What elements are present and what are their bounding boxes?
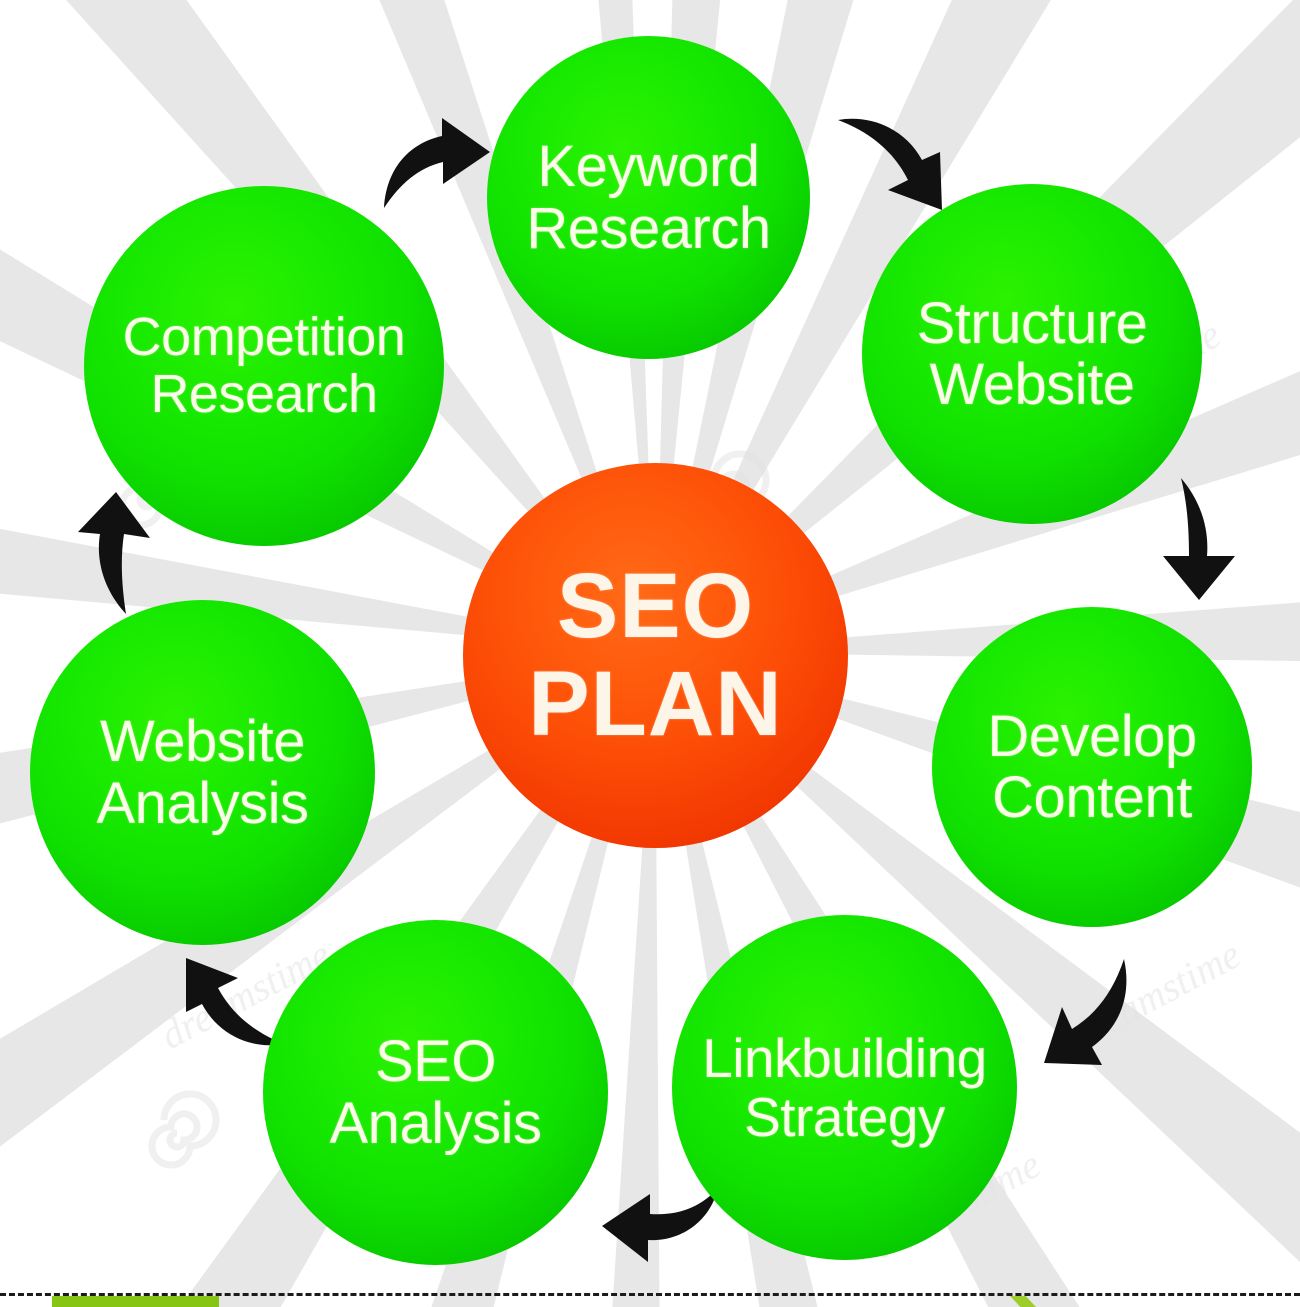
arrow-to-seo-analysis <box>602 1188 718 1262</box>
arrow-to-website-analysis <box>186 958 284 1046</box>
node-website-analysis-label: Website Analysis <box>96 709 309 836</box>
node-seo-plan-label: SEO PLAN <box>528 554 783 755</box>
node-competition-research-label: Competition Research <box>122 306 406 424</box>
node-seo-analysis[interactable]: SEO Analysis <box>263 920 608 1265</box>
bottom-dashed-divider <box>0 1293 1300 1296</box>
node-competition-research[interactable]: Competition Research <box>84 186 444 546</box>
node-structure-website[interactable]: Structure Website <box>862 184 1202 524</box>
node-develop-content-label: Develop Content <box>987 703 1197 830</box>
bottom-accent-mark <box>1010 1296 1036 1307</box>
node-linkbuilding-strategy[interactable]: Linkbuilding Strategy <box>672 915 1017 1260</box>
node-seo-analysis-label: SEO Analysis <box>329 1029 542 1156</box>
arrow-to-linkbuilding-strategy <box>1044 959 1127 1065</box>
node-website-analysis[interactable]: Website Analysis <box>30 600 375 945</box>
node-structure-website-label: Structure Website <box>916 290 1148 417</box>
node-keyword-research[interactable]: Keyword Research <box>487 36 810 359</box>
node-linkbuilding-strategy-label: Linkbuilding Strategy <box>702 1027 987 1148</box>
arrow-to-keyword-research <box>384 118 490 208</box>
node-develop-content[interactable]: Develop Content <box>932 607 1252 927</box>
arrow-to-develop-content <box>1163 478 1235 600</box>
bottom-accent-bar <box>52 1296 219 1307</box>
node-seo-plan-center[interactable]: SEO PLAN <box>463 463 848 848</box>
arrow-to-structure-website <box>838 118 942 210</box>
node-keyword-research-label: Keyword Research <box>526 134 771 261</box>
arrow-to-competition-research <box>78 492 150 614</box>
